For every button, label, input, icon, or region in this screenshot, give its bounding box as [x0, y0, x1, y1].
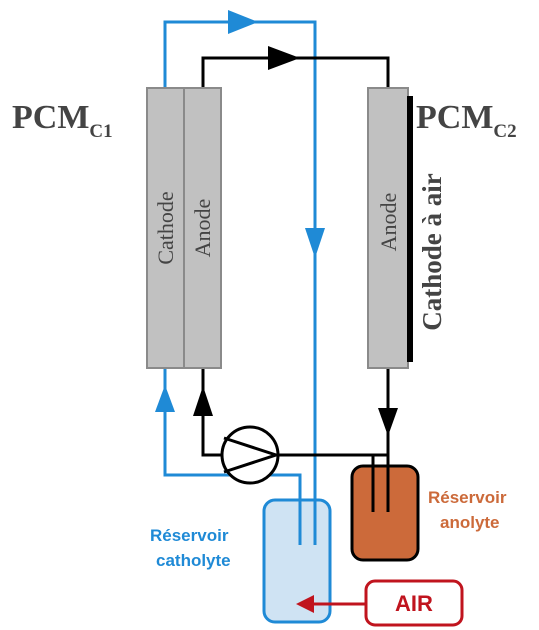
anode-electrode: [367, 87, 409, 369]
anolyte-pipe-top: [201, 56, 390, 88]
air-cathode-label: Cathode à air: [417, 173, 447, 331]
pcm-c1-main: PCM: [12, 99, 89, 136]
flow-arrow-icon: [155, 385, 175, 412]
cell-pcm-c2: Anode Cathode à air: [367, 87, 447, 369]
catholyte-reservoir-line2: catholyte: [156, 551, 231, 570]
anode-electrode: [183, 87, 222, 369]
cathode-label: Cathode: [153, 191, 178, 264]
cell-pcm-c1: Cathode Anode: [146, 87, 222, 369]
flow-arrow-icon: [305, 228, 325, 258]
flow-arrow-icon: [193, 386, 213, 416]
flow-arrow-icon: [378, 408, 398, 436]
flow-arrow-icon: [228, 10, 258, 34]
anolyte-reservoir-line1: Réservoir: [428, 488, 507, 507]
air-box: [364, 579, 464, 627]
catholyte-reservoir-label: Réservoir catholyte: [150, 526, 233, 570]
pcm-c1-title: PCMC1: [12, 99, 113, 142]
cathode-electrode: [146, 87, 185, 369]
pcm-c2-main: PCM: [416, 99, 493, 136]
anode-label: Anode: [376, 193, 401, 252]
pcm-c2-title: PCMC2: [416, 99, 517, 142]
anolyte-reservoir-line2: anolyte: [440, 513, 500, 532]
anode-label: Anode: [190, 199, 215, 258]
catholyte-reservoir: [262, 475, 332, 624]
air-label: AIR: [395, 591, 433, 616]
anolyte-reservoir-label: Réservoir anolyte: [428, 488, 511, 532]
pcm-c1-sub: C1: [89, 121, 112, 142]
air-input: AIR: [296, 579, 464, 627]
anolyte-tank: [350, 464, 420, 562]
air-cathode-membrane: [407, 96, 413, 362]
anolyte-reservoir: [350, 455, 420, 562]
catholyte-reservoir-line1: Réservoir: [150, 526, 229, 545]
air-arrow-icon: [296, 595, 314, 613]
pump-icon: [220, 425, 281, 485]
pcm-c2-sub: C2: [493, 121, 516, 142]
flow-arrow-icon: [268, 46, 300, 70]
